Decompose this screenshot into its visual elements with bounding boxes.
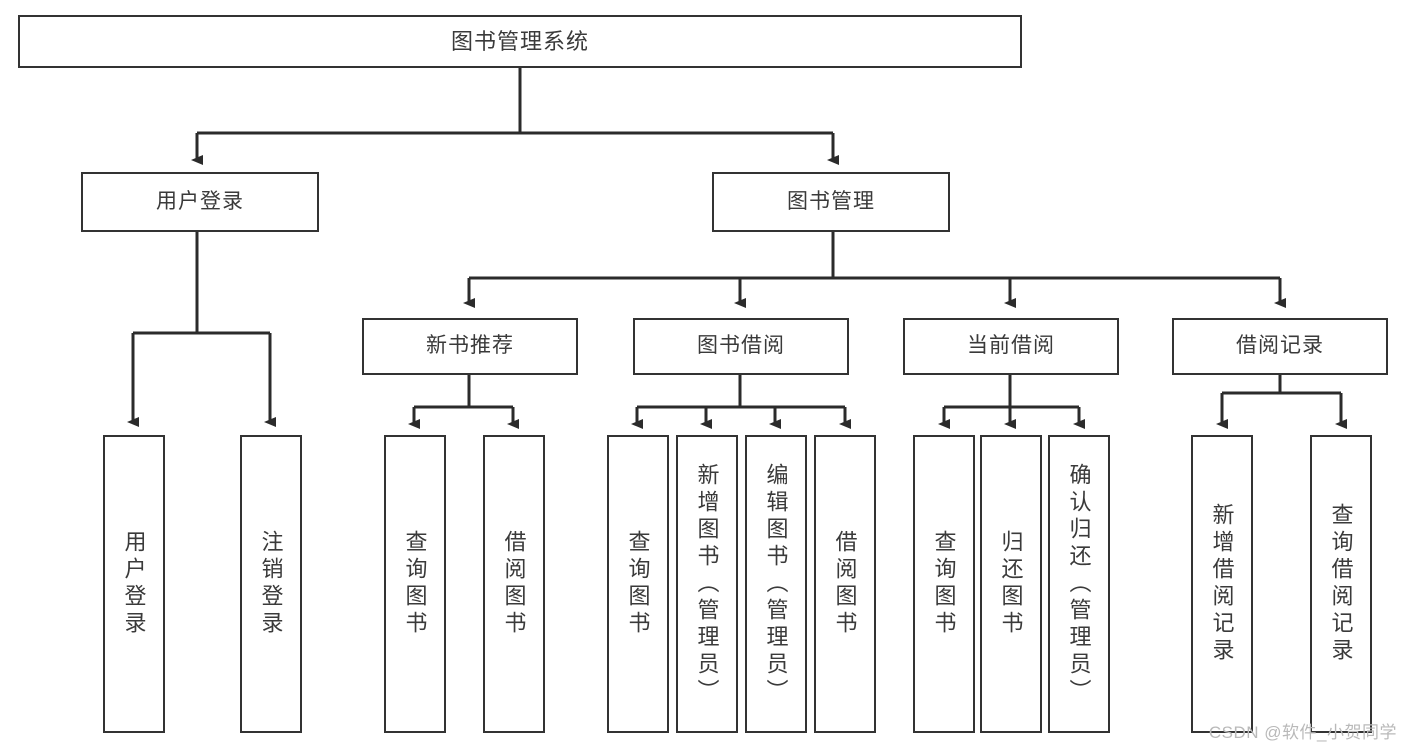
- node-user-login[interactable]: 用户登录: [81, 172, 319, 232]
- leaf-confirm-return[interactable]: 确认归还（管理员）: [1048, 435, 1110, 733]
- leaf-query-book-2-label: 查询图书: [625, 530, 651, 638]
- node-user-login-label: 用户登录: [156, 189, 244, 213]
- leaf-user-login-label: 用户登录: [121, 530, 147, 638]
- node-borrow-record[interactable]: 借阅记录: [1172, 318, 1388, 375]
- leaf-query-record[interactable]: 查询借阅记录: [1310, 435, 1372, 733]
- leaf-add-book[interactable]: 新增图书（管理员）: [676, 435, 738, 733]
- leaf-query-record-label: 查询借阅记录: [1328, 503, 1354, 665]
- leaf-add-record-label: 新增借阅记录: [1209, 503, 1235, 665]
- leaf-borrow-book-2-label: 借阅图书: [832, 530, 858, 638]
- leaf-user-logout[interactable]: 注销登录: [240, 435, 302, 733]
- node-borrow-record-label: 借阅记录: [1236, 334, 1324, 358]
- leaf-query-book-3-label: 查询图书: [931, 530, 957, 638]
- node-book-borrow[interactable]: 图书借阅: [633, 318, 849, 375]
- watermark: CSDN @软件_小贺同学: [1208, 723, 1397, 742]
- node-book-borrow-label: 图书借阅: [697, 334, 785, 358]
- node-book-manage[interactable]: 图书管理: [712, 172, 950, 232]
- node-root-label: 图书管理系统: [450, 28, 589, 54]
- node-book-manage-label: 图书管理: [787, 189, 875, 213]
- leaf-query-book-1-label: 查询图书: [402, 530, 428, 638]
- leaf-user-logout-label: 注销登录: [258, 530, 284, 638]
- leaf-borrow-book-1[interactable]: 借阅图书: [483, 435, 545, 733]
- node-current-borrow-label: 当前借阅: [967, 334, 1055, 358]
- leaf-user-login[interactable]: 用户登录: [103, 435, 165, 733]
- leaf-add-book-label: 新增图书（管理员）: [694, 462, 720, 706]
- node-root[interactable]: 图书管理系统: [18, 15, 1022, 68]
- leaf-borrow-book-1-label: 借阅图书: [501, 530, 527, 638]
- leaf-return-book-label: 归还图书: [998, 530, 1024, 638]
- leaf-confirm-return-label: 确认归还（管理员）: [1066, 462, 1092, 706]
- leaf-borrow-book-2[interactable]: 借阅图书: [814, 435, 876, 733]
- leaf-add-record[interactable]: 新增借阅记录: [1191, 435, 1253, 733]
- leaf-query-book-3[interactable]: 查询图书: [913, 435, 975, 733]
- leaf-query-book-2[interactable]: 查询图书: [607, 435, 669, 733]
- leaf-query-book-1[interactable]: 查询图书: [384, 435, 446, 733]
- node-current-borrow[interactable]: 当前借阅: [903, 318, 1119, 375]
- leaf-edit-book[interactable]: 编辑图书（管理员）: [745, 435, 807, 733]
- leaf-edit-book-label: 编辑图书（管理员）: [763, 462, 789, 706]
- leaf-return-book[interactable]: 归还图书: [980, 435, 1042, 733]
- node-new-book-recommend[interactable]: 新书推荐: [362, 318, 578, 375]
- node-new-book-recommend-label: 新书推荐: [426, 334, 514, 358]
